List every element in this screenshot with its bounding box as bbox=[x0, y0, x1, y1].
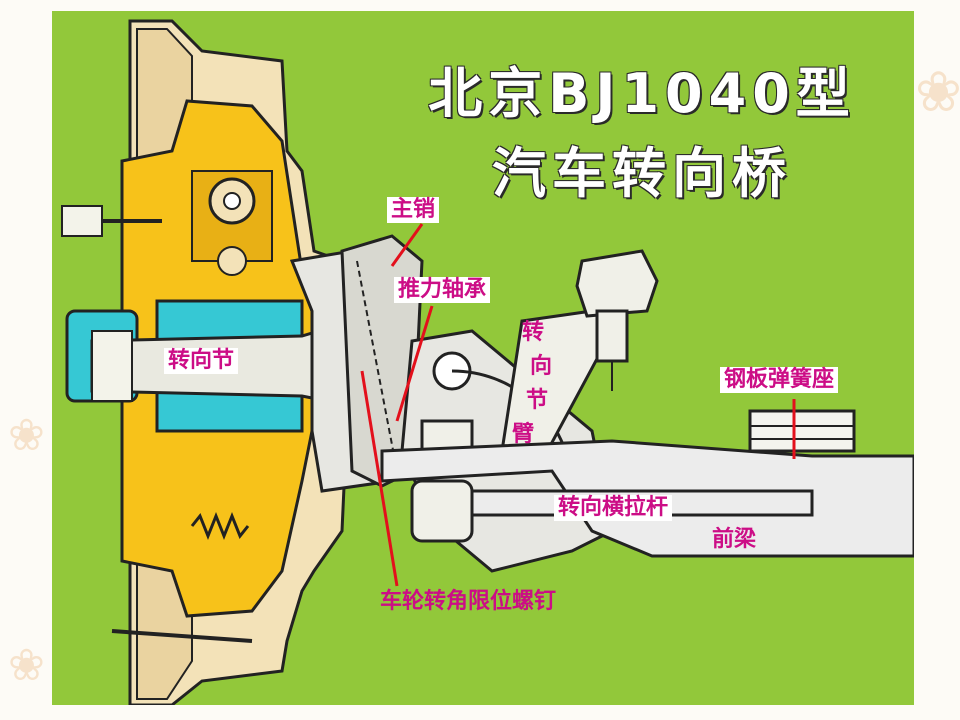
label-spring-seat: 钢板弹簧座 bbox=[720, 367, 839, 393]
background-decoration: ❀ bbox=[8, 640, 45, 691]
label-kingpin: 主销 bbox=[387, 197, 440, 223]
spring-seat-block bbox=[748, 409, 856, 453]
background-decoration: ❀ bbox=[915, 60, 960, 125]
label-steering-knuckle: 转向节 bbox=[164, 348, 239, 374]
title-line-1: 北京BJ1040型 bbox=[428, 62, 856, 125]
label-thrust-bearing: 推力轴承 bbox=[394, 277, 491, 303]
steering-arm bbox=[500, 309, 614, 463]
background-decoration: ❀ bbox=[8, 410, 45, 461]
upper-ball-joint bbox=[575, 249, 659, 318]
diagram-panel: 北京BJ1040型 汽车转向桥 主销 推力轴承 转向节 转 向 节 臂 钢板弹簧… bbox=[52, 11, 914, 705]
leader-lines bbox=[360, 223, 796, 587]
label-knuckle-arm-char: 臂 bbox=[511, 422, 534, 447]
label-knuckle-arm-char: 节 bbox=[525, 388, 548, 413]
return-spring bbox=[190, 511, 250, 541]
label-front-beam: 前梁 bbox=[712, 527, 757, 552]
wheel-nut bbox=[61, 205, 103, 237]
label-knuckle-arm-char: 向 bbox=[529, 354, 552, 379]
label-tie-rod: 转向横拉杆 bbox=[554, 495, 673, 521]
tie-rod-end bbox=[410, 479, 474, 543]
label-knuckle-arm-char: 转 bbox=[521, 320, 544, 345]
title-line-2: 汽车转向桥 bbox=[492, 142, 792, 205]
label-stop-screw: 车轮转角限位螺钉 bbox=[380, 589, 557, 614]
